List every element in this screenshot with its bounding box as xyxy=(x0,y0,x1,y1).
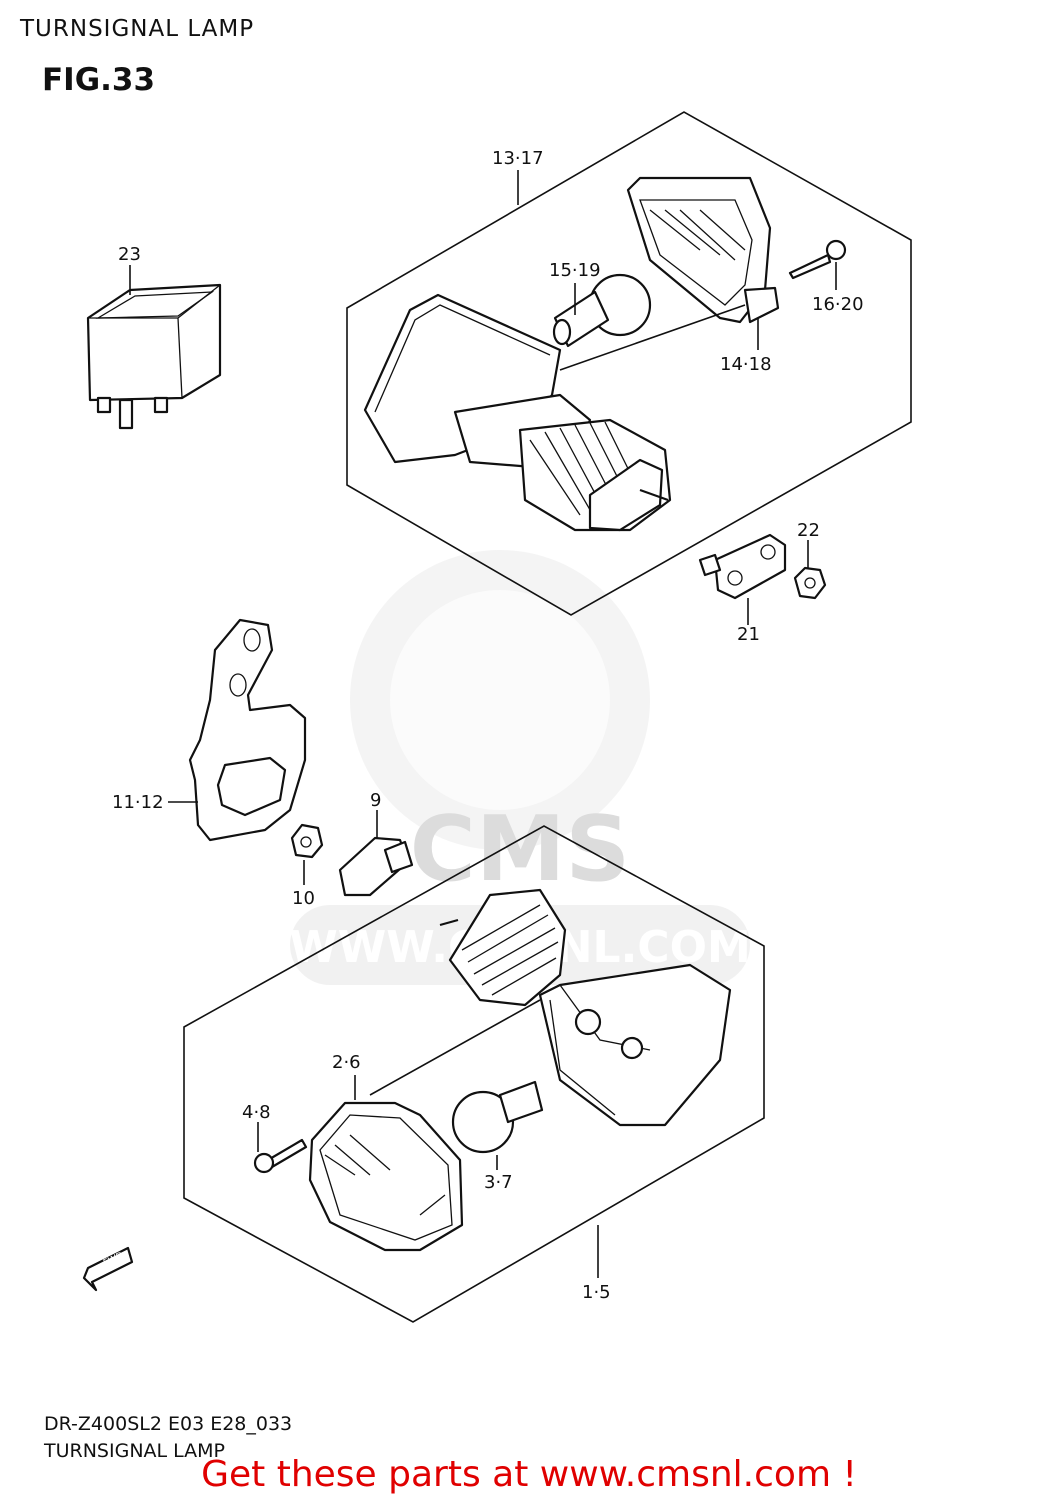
callout-4-8: 4·8 xyxy=(242,1102,271,1123)
upper-lens-part[interactable] xyxy=(517,170,772,324)
lower-bulb-part[interactable] xyxy=(451,1080,544,1170)
callout-15-19: 15·19 xyxy=(549,260,601,281)
diagram-title: TURNSIGNAL LAMP xyxy=(20,16,255,42)
footer-caption: TURNSIGNAL LAMP xyxy=(44,1440,226,1462)
grommet-part[interactable] xyxy=(338,810,414,897)
callout-11-12: 11·12 xyxy=(112,792,164,813)
callout-13-17: 13·17 xyxy=(492,148,544,169)
lower-lens-part[interactable] xyxy=(308,999,541,1252)
callout-16-20: 16·20 xyxy=(812,294,864,315)
callout-3-7: 3·7 xyxy=(484,1172,513,1193)
upper-lamp-frame xyxy=(346,111,912,616)
callout-22: 22 xyxy=(797,520,820,541)
bracket-part[interactable] xyxy=(168,618,307,842)
figure-number: FIG.33 xyxy=(42,62,156,98)
callout-10: 10 xyxy=(292,888,315,909)
callout-14-18: 14·18 xyxy=(720,354,772,375)
upper-lamp-body xyxy=(363,293,672,532)
relay-part[interactable] xyxy=(86,265,222,430)
lower-screw-part[interactable] xyxy=(253,1122,308,1174)
watermark-brand: CMS xyxy=(410,797,630,902)
lower-lamp-body xyxy=(439,888,732,1127)
callout-9: 9 xyxy=(370,790,381,811)
watermark: CMS WWW.CMSNL.COM xyxy=(289,550,751,985)
upper-plate-part[interactable] xyxy=(698,533,787,625)
upper-nut-part[interactable] xyxy=(793,540,827,600)
lower-lamp-frame xyxy=(183,825,765,1323)
nut-part[interactable] xyxy=(290,823,324,885)
forward-arrow-icon: FWD xyxy=(82,1246,134,1292)
model-code: DR-Z400SL2 E03 E28_033 xyxy=(44,1413,293,1435)
promo-link[interactable]: Get these parts at www.cmsnl.com ! xyxy=(201,1454,857,1495)
upper-bulb-part[interactable] xyxy=(552,273,652,348)
upper-screw-part[interactable] xyxy=(788,239,847,290)
callout-21: 21 xyxy=(737,624,760,645)
callout-23: 23 xyxy=(118,244,141,265)
callout-1-5: 1·5 xyxy=(582,1282,611,1303)
callout-2-6: 2·6 xyxy=(332,1052,361,1073)
upper-socket-part[interactable] xyxy=(559,286,780,371)
